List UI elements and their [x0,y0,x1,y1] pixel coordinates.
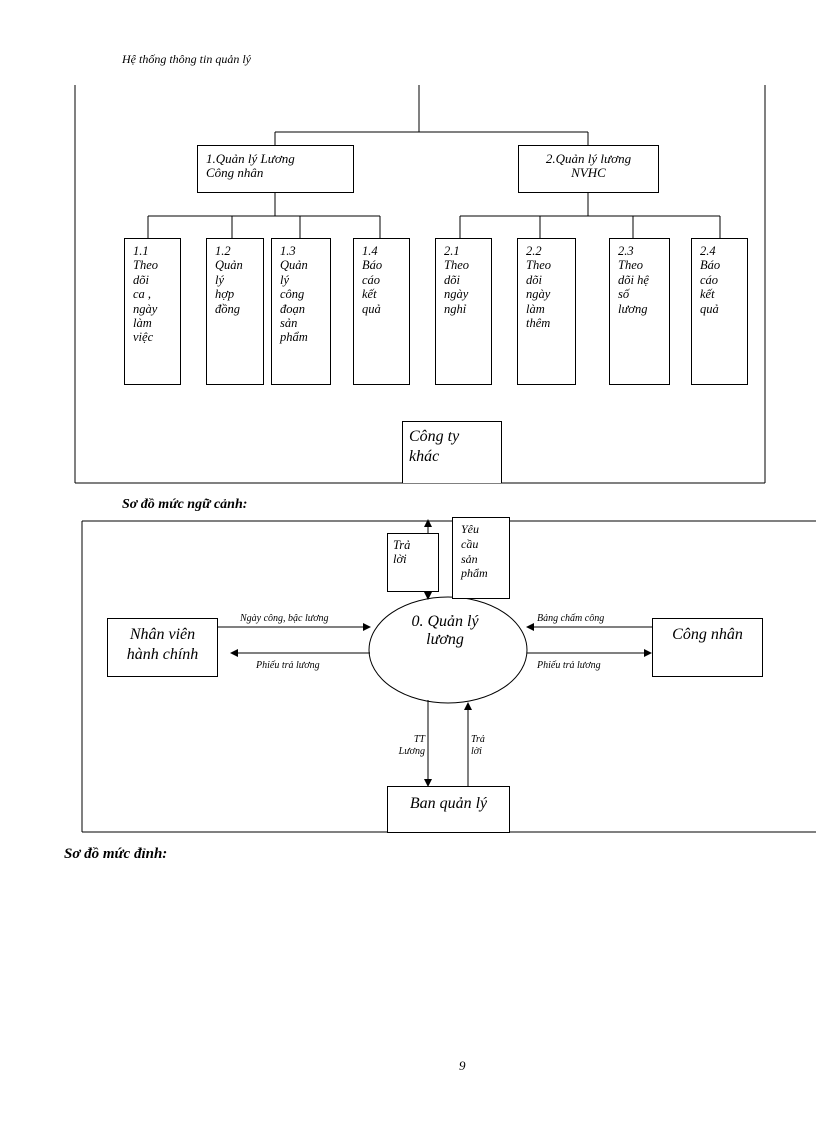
entity-management: Ban quản lý [387,786,510,833]
process-label: 0. Quản lý lương [380,613,510,649]
leaf-box-7-line: số [618,287,630,302]
flow-label-reply: Trả lời [471,734,485,758]
top-level-title: Sơ đồ mức đỉnh: [64,846,168,862]
leaf-box-7-line: lương [618,301,648,316]
leaf-box-3-line: Quản [280,258,308,273]
flow-label-workday-salary: Ngày công, bậc lương [240,613,329,624]
page-number: 9 [459,1058,466,1073]
group-box-2-line1: 2.Quản lý lương [545,151,632,166]
leaf-box-3-line: lý [280,272,290,287]
leaf-box-6-line: dõi [526,272,542,287]
leaf-box-1-line: 1.1 [133,244,149,258]
leaf-box-2-line: đồng [215,301,240,316]
leaf-box-5-line: nghỉ [444,301,467,316]
entity-management-label: Ban quản lý [409,795,488,812]
context-title: Sơ đồ mức ngữ cảnh: [122,497,248,512]
leaf-box-4-line: kết [362,287,377,302]
leaf-box-7-line: dõi hệ [618,272,649,287]
leaf-box-4-line: 1.4 [362,244,378,258]
request-box-line3: sản [461,551,478,566]
leaf-box-6-line: ngày [526,287,551,302]
process-label-line1: 0. Quản lý [411,613,479,630]
entity-worker: Công nhân [652,618,763,677]
other-company-line1: Công ty [409,428,460,445]
process-label-line2: lương [426,631,464,648]
group-box-2-line2: NVHC [571,165,606,180]
leaf-box-6-line: thêm [526,316,551,331]
reply-box-line1: Trả [393,538,411,552]
entity-admin-staff: Nhân viên hành chính [107,618,218,677]
process-ellipse [368,596,528,704]
leaf-box-3-line: 1.3 [280,244,296,258]
reply-box-line2: lời [393,552,407,567]
flow-label-tt-line1: TT [413,734,425,745]
flow-label-reply-line2: lời [471,746,482,757]
leaf-box-8-line: Báo [700,258,721,273]
other-company-box: Công ty khác [402,421,502,483]
leaf-box-3-line: đoạn [280,301,305,316]
leaf-box-4-line: cáo [362,272,381,287]
leaf-box-3-line: sản [280,316,298,331]
group-box-2: 2.Quản lý lương NVHC [518,145,659,193]
leaf-box-1-line: việc [133,330,154,345]
flow-label-payslip-right: Phiếu trả lương [537,660,601,671]
leaf-box-2-line: hợp [215,287,235,302]
request-box-line4: phẩm [461,566,488,581]
leaf-box-3-line: công [280,287,305,302]
request-box-line1: Yêu [461,522,479,536]
leaf-box-8-line: quả [700,301,719,316]
leaf-box-6-line: 2.2 [526,244,542,258]
leaf-box-1-line: dõi [133,272,149,287]
leaf-box-7-line: Theo [618,258,643,273]
leaf-box-6-line: làm [526,301,545,316]
leaf-box-5-line: ngày [444,287,469,302]
leaf-box-2-line: lý [215,272,225,287]
leaf-box-1-line: ca , [133,287,152,302]
header-title: Hệ thống thông tin quản lý [122,52,251,66]
group-box-1: 1.Quản lý Lương Công nhân [197,145,354,193]
leaf-box-1-line: ngày [133,301,158,316]
entity-admin-staff-line1: Nhân viên [129,626,196,643]
other-company-line2: khác [409,448,440,465]
flow-label-tt-salary: TT Lương [391,734,425,758]
leaf-box-3-line: phẩm [280,330,308,345]
flow-label-payslip-left: Phiếu trả lương [256,660,320,671]
request-box: Yêu cầu sản phẩm [452,517,510,599]
flow-label-tt-line2: Lương [398,746,425,757]
leaf-box-4-line: Báo [362,258,383,273]
leaf-box-1-line: Theo [133,258,158,273]
reply-box: Trả lời [387,533,439,592]
leaf-box-5-line: dõi [444,272,460,287]
leaf-box-5-line: 2.1 [444,244,460,258]
leaf-box-1-line: làm [133,316,152,331]
request-box-line2: cầu [461,536,479,551]
entity-admin-staff-line2: hành chính [126,646,199,663]
leaf-box-8-line: cáo [700,272,719,287]
flow-label-reply-line1: Trả [471,734,485,745]
leaf-box-5-line: Theo [444,258,469,273]
leaf-box-4-line: quả [362,301,381,316]
leaf-box-2-line: Quản [215,258,243,273]
group-box-1-line1: 1.Quản lý Lương [206,151,295,166]
flow-label-timesheet: Bảng chấm công [537,613,605,624]
group-box-1-line2: Công nhân [206,165,264,180]
leaf-box-8-line: 2.4 [700,244,716,258]
leaf-box-7-line: 2.3 [618,244,634,258]
entity-worker-label: Công nhân [672,626,743,643]
leaf-box-2-line: 1.2 [215,244,231,258]
leaf-box-8-line: kết [700,287,715,302]
leaf-box-6-line: Theo [526,258,551,273]
